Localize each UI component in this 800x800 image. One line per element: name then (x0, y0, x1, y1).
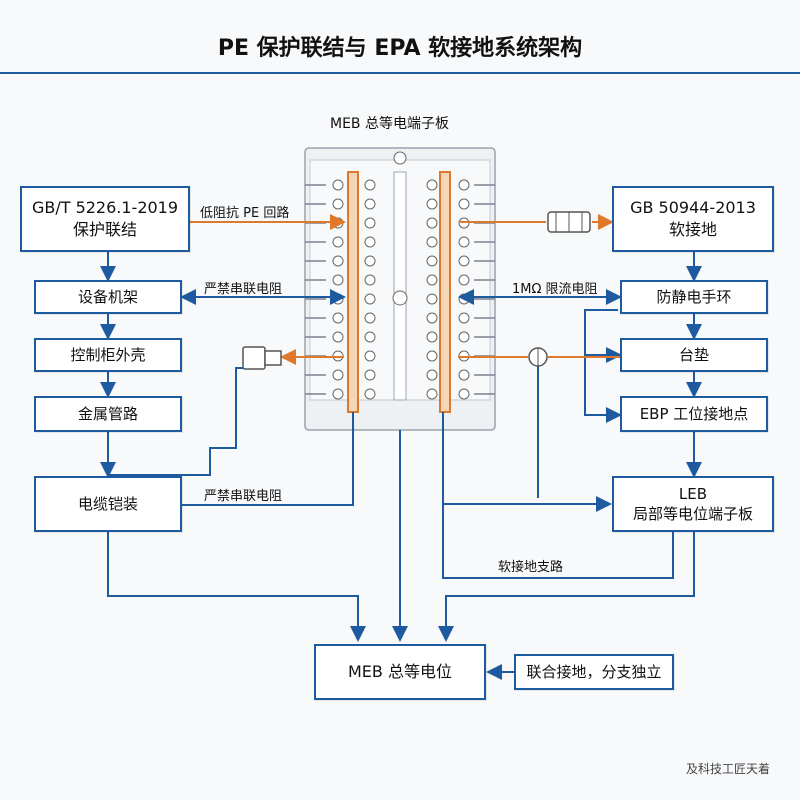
board-title: MEB 总等电端子板 (330, 116, 449, 132)
label-no-series-resistor-top: 严禁串联电阻 (204, 282, 283, 297)
bench-mat-box: 台垫 (620, 338, 768, 372)
terminal-screw (458, 331, 470, 343)
terminal-screw (364, 236, 376, 248)
terminal-screw (426, 236, 438, 248)
resistor-icon (547, 211, 591, 233)
terminal-screw (458, 255, 470, 267)
equipment-rack-box: 设备机架 (34, 280, 182, 314)
terminal-screw (332, 369, 344, 381)
terminal-screw (332, 274, 344, 286)
connector-icon (242, 346, 282, 370)
terminal-screw (426, 179, 438, 191)
terminal-screw (458, 179, 470, 191)
ground-disc-icon (528, 347, 548, 367)
terminal-screw (426, 198, 438, 210)
terminal-screw (426, 388, 438, 400)
terminal-screw (332, 198, 344, 210)
terminal-screw (332, 312, 344, 324)
terminal-screw (364, 274, 376, 286)
terminal-screw (364, 350, 376, 362)
terminal-screw (426, 331, 438, 343)
terminal-screw (458, 274, 470, 286)
cabinet-shell-box: 控制柜外壳 (34, 338, 182, 372)
label-soft-branch: 软接地支路 (498, 560, 564, 575)
terminal-screw (364, 331, 376, 343)
terminal-screw (332, 179, 344, 191)
terminal-screw (332, 293, 344, 305)
label-limiting-resistor: 1MΩ 限流电阻 (512, 282, 598, 297)
meb-terminal-board (304, 147, 496, 431)
terminal-screw (332, 236, 344, 248)
terminal-screw (426, 312, 438, 324)
terminal-screw (332, 388, 344, 400)
ebp-ground-point-box: EBP 工位接地点 (620, 396, 768, 432)
terminal-screw (364, 293, 376, 305)
combined-grounding-note: 联合接地，分支独立 (514, 654, 674, 690)
terminal-screw (426, 274, 438, 286)
terminal-screw (458, 388, 470, 400)
page-title: PE 保护联结与 EPA 软接地系统架构 (217, 36, 583, 61)
terminal-screw (364, 312, 376, 324)
terminal-screw (426, 255, 438, 267)
watermark: 及科技工匠天着 (685, 762, 770, 776)
terminal-screw (458, 236, 470, 248)
terminal-screw (332, 255, 344, 267)
terminal-screw (458, 369, 470, 381)
terminal-screw (364, 217, 376, 229)
label-no-series-resistor-bottom: 严禁串联电阻 (204, 489, 283, 504)
terminal-screw (426, 217, 438, 229)
terminal-screw (364, 179, 376, 191)
terminal-screw (458, 198, 470, 210)
meb-equipotential-box: MEB 总等电位 (314, 644, 486, 700)
terminal-screw (426, 350, 438, 362)
label-low-impedance: 低阻抗 PE 回路 (200, 206, 290, 221)
title-divider (0, 72, 800, 74)
terminal-screw (364, 369, 376, 381)
terminal-screw (458, 312, 470, 324)
terminal-screw (364, 198, 376, 210)
terminal-screw (426, 369, 438, 381)
metal-pipe-box: 金属管路 (34, 396, 182, 432)
cable-armor-box: 电缆铠装 (34, 476, 182, 532)
terminal-screw (426, 293, 438, 305)
terminal-screw (458, 293, 470, 305)
wrist-strap-box: 防静电手环 (620, 280, 768, 314)
terminal-screw (364, 388, 376, 400)
terminal-screw (364, 255, 376, 267)
terminal-screw (332, 331, 344, 343)
